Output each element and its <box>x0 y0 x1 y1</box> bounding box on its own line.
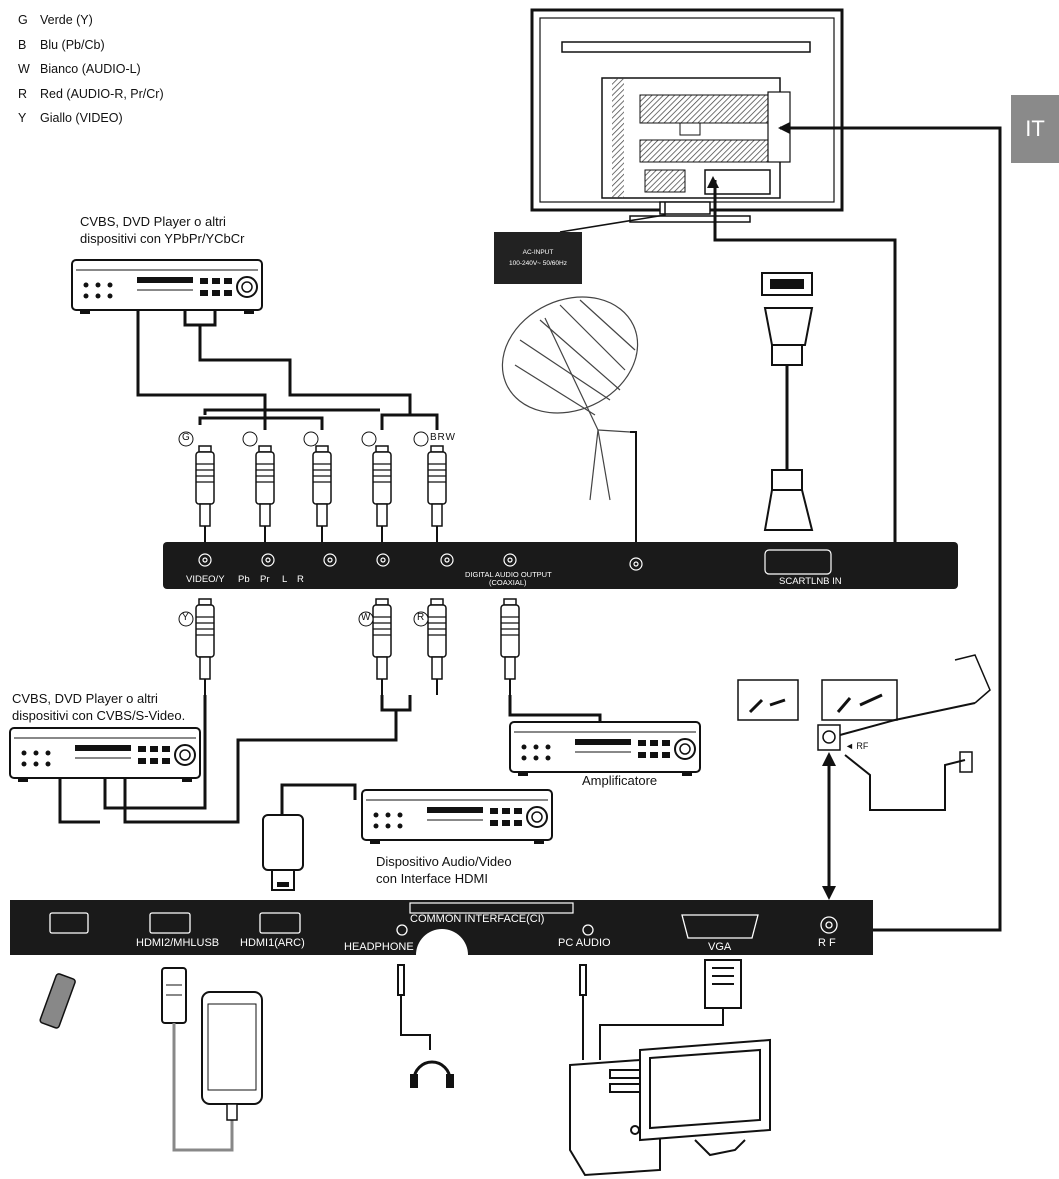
port-label-r: R <box>297 574 304 585</box>
caption-line: CVBS, DVD Player o altri <box>12 691 158 706</box>
port-label-scart-lnb: SCARTLNB IN <box>779 576 842 587</box>
legend-code: R <box>18 86 28 101</box>
hdmi-device-caption: Dispositivo Audio/Video con Interface HD… <box>376 853 512 887</box>
pc-illustration <box>569 959 771 1177</box>
legend-label: Verde (Y) <box>40 13 93 27</box>
antenna-socket-illustration <box>737 654 991 811</box>
port-label-line: (COAXIAL) <box>489 578 527 587</box>
port-label-pc-audio: PC AUDIO <box>558 937 611 949</box>
port-label-pr: Pr <box>260 574 270 585</box>
port-label-digital-audio: DIGITAL AUDIO OUTPUT (COAXIAL) <box>465 571 552 587</box>
port-label-hdmi2: HDMI2/MHLUSB <box>136 937 220 949</box>
caption-line: con Interface HDMI <box>376 871 488 886</box>
antenna-rf-label: ◄ RF <box>845 741 869 751</box>
caption-line: dispositivi con YPbPr/YCbCr <box>80 231 245 246</box>
port-label-l: L <box>282 574 288 585</box>
caption-line: CVBS, DVD Player o altri <box>80 214 226 229</box>
legend-label: Red (AUDIO-R, Pr/Cr) <box>40 86 164 101</box>
port-label-scart: SCART <box>779 576 812 587</box>
scart-cable-illustration <box>761 272 814 531</box>
port-label-vga: VGA <box>708 941 732 953</box>
plug-label-r: R <box>417 612 425 623</box>
tv-back-illustration <box>530 8 844 223</box>
antenna-rf-text: RF <box>856 741 869 751</box>
legend-row: B Blu (Pb/Cb) <box>18 33 164 58</box>
caption-line: dispositivi con CVBS/S-Video. <box>12 708 186 723</box>
phone-mhl-illustration <box>161 967 263 1152</box>
caption-line: Dispositivo Audio/Video <box>376 854 512 869</box>
port-label-hdmi1: HDMI1(ARC) <box>240 937 305 949</box>
legend-label: Giallo (VIDEO) <box>40 111 123 125</box>
port-label-line: DIGITAL AUDIO OUTPUT <box>465 570 552 579</box>
ac-input-label: AC-INPUT 100-240V~ 50/60Hz <box>494 232 582 284</box>
connector-panel-bottom <box>10 900 873 955</box>
plug-label-w: W <box>361 612 371 623</box>
hdmi-plug-illustration <box>262 783 357 891</box>
port-label-video-y: VIDEO/Y <box>186 574 225 585</box>
legend-label: Blu (Pb/Cb) <box>40 37 105 52</box>
legend-row: Y Giallo (VIDEO) <box>18 106 164 131</box>
color-legend: G Verde (Y) B Blu (Pb/Cb) W Bianco (AUDIO-L… <box>18 8 164 131</box>
amplifier-caption: Amplificatore <box>582 773 658 788</box>
legend-code: B <box>18 37 27 52</box>
legend-code: G <box>18 13 28 27</box>
plug-label-brw: B R W <box>430 432 455 443</box>
ac-input-line1: AC-INPUT <box>522 249 554 256</box>
legend-code: W <box>18 62 30 76</box>
cvbs-player-caption: CVBS, DVD Player o altri dispositivi con… <box>12 690 185 724</box>
port-label-headphone: HEADPHONE <box>344 941 414 953</box>
port-label-lnb: LNB IN <box>811 576 842 587</box>
ac-input-line2: 100-240V~ 50/60Hz <box>508 260 567 267</box>
legend-row: R Red (AUDIO-R, Pr/Cr) <box>18 82 164 107</box>
satellite-dish-illustration <box>501 296 639 501</box>
connector-panel-top <box>163 542 958 589</box>
port-label-pb: Pb <box>238 574 250 585</box>
port-label-rf: R F <box>818 937 836 949</box>
language-tab: IT <box>1011 95 1059 163</box>
plug-label-g: G <box>182 432 190 443</box>
headphones-illustration <box>397 964 454 1088</box>
ypbpr-player-caption: CVBS, DVD Player o altri dispositivi con… <box>80 213 245 247</box>
legend-row: G Verde (Y) <box>18 8 164 33</box>
plug-label-y: Y <box>182 612 189 623</box>
port-label-common-interface: COMMON INTERFACE(CI) <box>410 913 545 925</box>
legend-code: Y <box>18 111 27 125</box>
usb-stick-icon <box>39 973 76 1029</box>
legend-row: W Bianco (AUDIO-L) <box>18 57 164 82</box>
legend-label: Bianco (AUDIO-L) <box>40 62 141 76</box>
